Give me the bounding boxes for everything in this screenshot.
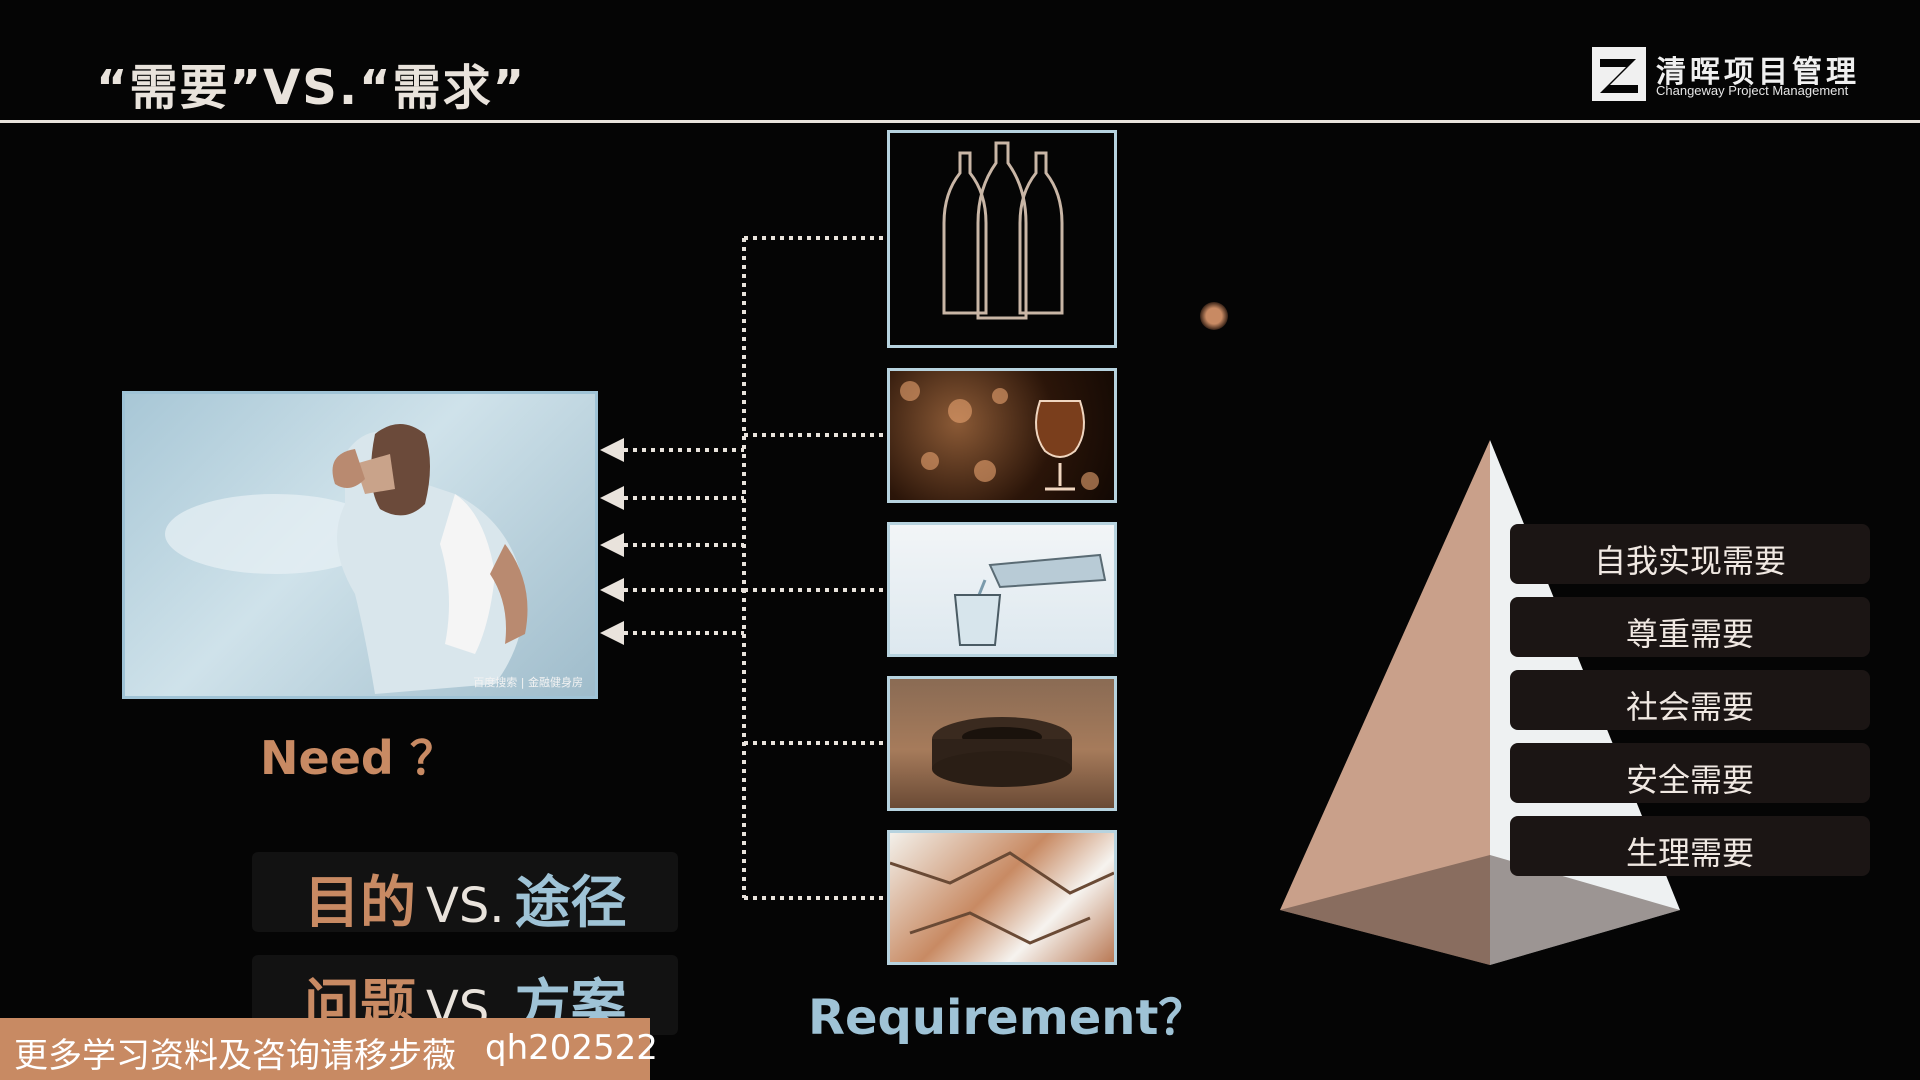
maslow-level-label: 社会需要 — [1625, 688, 1754, 726]
maslow-level-label: 生理需要 — [1625, 834, 1754, 872]
comparison-right: 途径 — [514, 871, 627, 936]
decorative-dot — [1200, 302, 1228, 330]
logo-mark-icon — [1592, 47, 1646, 101]
footer-banner: 更多学习资料及咨询请移步薇 qh202522 — [0, 1018, 658, 1080]
logo-name-en: Changeway Project Management — [1656, 83, 1849, 98]
dry-well-image — [887, 676, 1117, 811]
maslow-level-1: 自我实现需要 — [1510, 524, 1870, 584]
banner-id: qh202522 — [485, 1028, 658, 1068]
company-logo: 清晖项目管理 Changeway Project Management — [1590, 45, 1890, 105]
maslow-level-4: 安全需要 — [1510, 743, 1870, 803]
wine-bottles-image — [887, 130, 1117, 348]
need-label: Need ？ — [260, 731, 456, 785]
cracked-earth-image — [887, 830, 1117, 965]
banner-text: 更多学习资料及咨询请移步薇 — [14, 1036, 456, 1076]
maslow-level-3: 社会需要 — [1510, 670, 1870, 730]
man-figure-icon — [165, 424, 528, 694]
brandy-glass-image — [887, 368, 1117, 503]
requirement-label: Requirement？ — [808, 990, 1207, 1046]
header-divider — [0, 120, 1920, 123]
slide-title: “需要”VS.“需求” — [96, 60, 527, 116]
comparison-left: 目的 — [304, 871, 416, 936]
comparison-vs: VS. — [426, 878, 505, 934]
maslow-level-label: 自我实现需要 — [1593, 542, 1786, 580]
water-bottle-pour-image — [887, 522, 1117, 657]
maslow-level-2: 尊重需要 — [1510, 597, 1870, 657]
maslow-level-5: 生理需要 — [1510, 816, 1870, 876]
logo-name-cn: 清晖项目管理 — [1656, 55, 1860, 90]
maslow-level-label: 尊重需要 — [1625, 615, 1754, 653]
photo-caption: 百度搜索 | 金融健身房 — [473, 676, 583, 689]
man-drinking-photo: 百度搜索 | 金融健身房 — [122, 391, 598, 699]
maslow-level-label: 安全需要 — [1625, 761, 1754, 799]
